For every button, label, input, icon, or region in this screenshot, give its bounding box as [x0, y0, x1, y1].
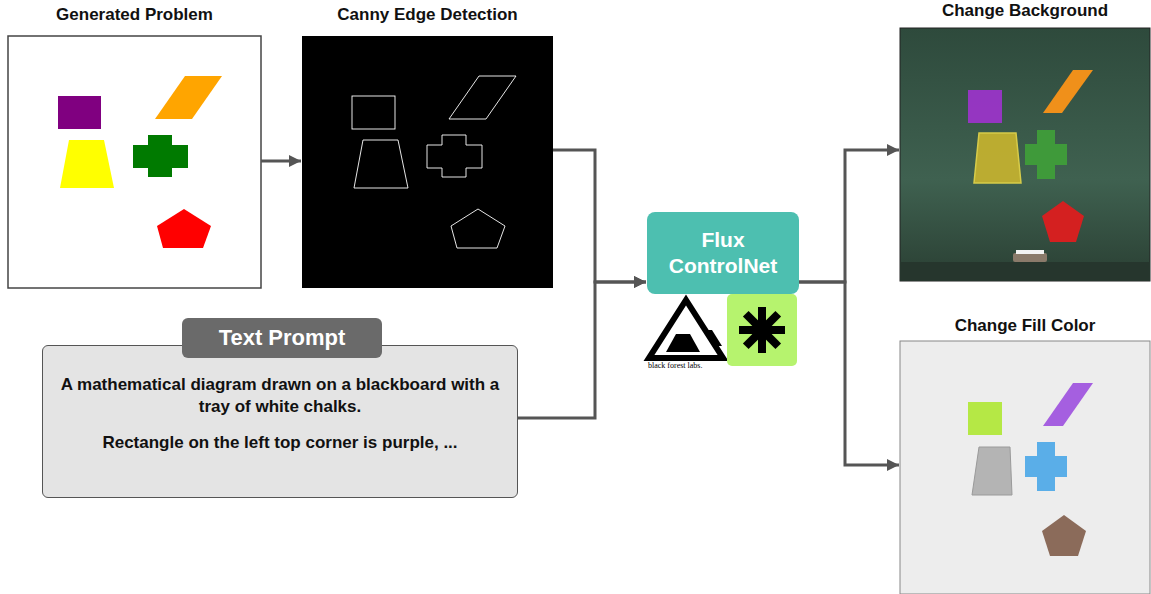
grey-trapezoid: [972, 447, 1012, 495]
canny-figure: [302, 36, 553, 288]
bfl-logo: [649, 300, 723, 358]
flow-arrow: [799, 282, 899, 465]
blue-cross: [1025, 442, 1067, 491]
purple-rectangle: [58, 96, 101, 129]
logo-wordmark: black forest labs.: [648, 361, 702, 370]
edge-pentagon: [451, 209, 505, 248]
lime-square: [968, 402, 1002, 435]
generated-figure: [8, 36, 261, 288]
panel-heading: Change Background: [880, 1, 1151, 21]
chalk-tray: [1013, 253, 1047, 262]
logo-triangle: [649, 300, 723, 358]
image-panel: Generated Problem: [8, 36, 261, 288]
panel-frame: [8, 36, 261, 288]
prompt-box: Text PromptA mathematical diagram drawn …: [42, 345, 518, 498]
recolored-figure: [900, 341, 1150, 594]
violet-parallelogram: [1043, 383, 1093, 426]
panel-heading: Canny Edge Detection: [282, 5, 573, 25]
red-pentagon: [1042, 201, 1084, 242]
model-box: Flux ControlNet: [647, 212, 799, 294]
purple-square: [968, 90, 1002, 123]
panel-frame: [900, 341, 1150, 594]
brown-pentagon: [1042, 515, 1086, 556]
prompt-text: A mathematical diagram drawn on a blackb…: [55, 374, 505, 418]
flow-arrow: [799, 150, 899, 282]
asterisk-bar: [743, 311, 781, 349]
image-panel: Change Fill Color: [900, 341, 1150, 594]
prompt-text: Rectangle on the left top corner is purp…: [55, 432, 505, 454]
panel-frame: [302, 36, 553, 288]
panel-heading: Change Fill Color: [880, 316, 1151, 336]
chalk-sticks: [1016, 250, 1044, 254]
green-cross: [133, 135, 188, 177]
edge-rectangle: [352, 96, 395, 129]
edge-parallelogram: [449, 76, 516, 119]
logo-mark: [705, 330, 722, 346]
flow-arrow: [553, 150, 646, 282]
image-panel: Change Background: [900, 28, 1150, 281]
logo-inner: [666, 334, 700, 352]
yellow-trapezoid: [60, 140, 114, 188]
yellow-trapezoid: [974, 133, 1021, 183]
image-panel: Canny Edge Detection: [302, 36, 553, 288]
orange-parallelogram: [1043, 70, 1093, 113]
panel-frame: [900, 28, 1150, 281]
red-pentagon: [157, 209, 211, 248]
board-ledge: [900, 262, 1150, 281]
panel-heading: Generated Problem: [0, 5, 281, 25]
flow-arrow: [518, 282, 646, 418]
model-name: Flux ControlNet: [647, 227, 799, 280]
green-cross: [1025, 130, 1067, 179]
lime-logo: [727, 294, 797, 366]
edge-trapezoid: [354, 140, 408, 188]
flow-arrow: [261, 160, 301, 163]
prompt-heading: Text Prompt: [182, 318, 382, 358]
orange-parallelogram: [155, 76, 222, 119]
logo-square: [727, 294, 797, 366]
blackboard-figure: [900, 28, 1150, 281]
edge-cross: [427, 135, 482, 177]
